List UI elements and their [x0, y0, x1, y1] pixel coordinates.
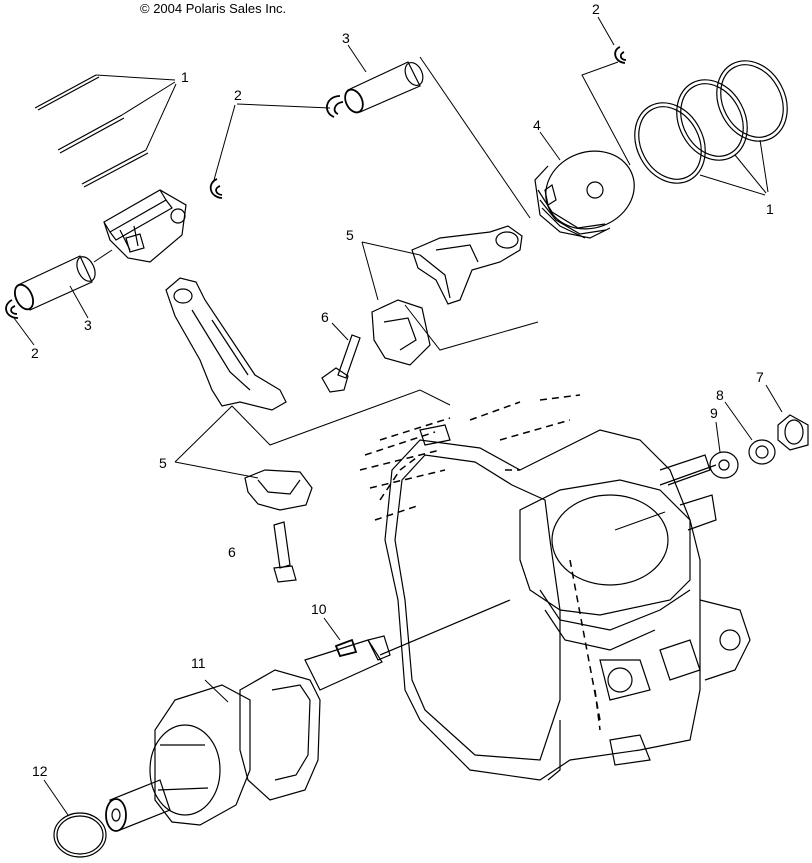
circlip-top-left — [236, 95, 344, 118]
callout-2-top-right: 2 — [592, 1, 600, 17]
o-ring — [43, 779, 107, 858]
callout-1-left: 1 — [181, 69, 189, 85]
callout-8: 8 — [716, 387, 724, 403]
callout-9: 9 — [710, 405, 718, 421]
piston-pin-left — [14, 249, 113, 319]
callout-2-bottom-left: 2 — [31, 345, 39, 361]
piston-rings-left — [34, 74, 177, 188]
callout-5-upper: 5 — [346, 227, 354, 243]
callout-3-top: 3 — [342, 30, 350, 46]
callout-10: 10 — [311, 601, 327, 617]
circlip-left-piston — [209, 104, 236, 199]
callout-3-left: 3 — [84, 317, 92, 333]
circlip-bottom-left — [5, 299, 35, 346]
piston-left — [103, 189, 187, 263]
piston-main — [534, 131, 635, 239]
woodruff-key — [323, 617, 358, 658]
callout-5-lower: 5 — [159, 455, 167, 471]
circlip-top-right — [581, 16, 631, 166]
callout-11: 11 — [191, 655, 206, 671]
callout-1-right: 1 — [766, 201, 774, 217]
crankcase-outline — [359, 394, 751, 781]
nut-7 — [765, 384, 809, 451]
callout-12: 12 — [32, 763, 48, 779]
bolt-lower — [273, 521, 297, 583]
connecting-rod-lower — [165, 277, 451, 511]
callout-6-lower: 6 — [228, 544, 236, 560]
connecting-rod-upper — [361, 225, 539, 366]
copyright-text: © 2004 Polaris Sales Inc. — [140, 1, 286, 16]
piston-pin-top — [344, 44, 531, 219]
callout-4: 4 — [533, 117, 541, 133]
washer-9 — [659, 421, 739, 486]
piston-rings-right — [634, 60, 788, 196]
callout-2-top-left: 2 — [234, 87, 242, 103]
bolt-upper — [321, 322, 361, 393]
lock-washer-8 — [724, 401, 776, 465]
callout-7: 7 — [756, 369, 764, 385]
crankshaft — [105, 599, 511, 832]
callout-6-upper: 6 — [321, 309, 329, 325]
